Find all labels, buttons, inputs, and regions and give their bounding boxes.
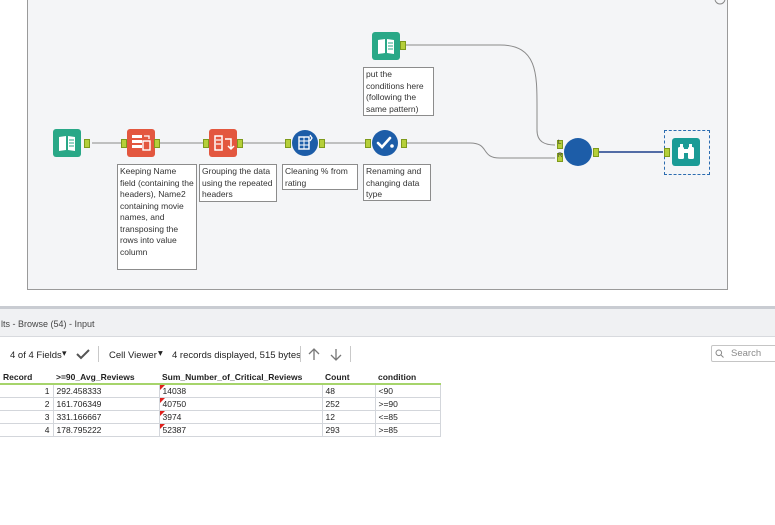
search-placeholder: Search <box>731 348 762 359</box>
text-input-tool[interactable] <box>372 32 400 60</box>
cell-text: 40750 <box>162 399 187 409</box>
results-title: lts - Browse (54) - Input <box>1 319 95 329</box>
cell-count[interactable]: 293 <box>321 423 376 437</box>
results-pane: lts - Browse (54) - Input 4 of 4 Fields … <box>0 306 775 525</box>
cell-avg-reviews[interactable]: 331.166667 <box>52 410 160 424</box>
column-header-record[interactable]: Record <box>0 371 53 385</box>
select-tool[interactable] <box>371 129 399 157</box>
anchor-label-right: R <box>558 153 563 159</box>
connection-lines <box>92 0 726 159</box>
record-number: 3 <box>0 410 54 424</box>
annotation-text-input: put the conditions here (following the s… <box>363 67 434 116</box>
column-header-critical-reviews[interactable]: Sum_Number_of_Critical_Reviews <box>159 371 322 385</box>
annotation-crosstab: Keeping Name field (containing the heade… <box>117 164 197 270</box>
input-anchor[interactable] <box>664 148 670 157</box>
record-number: 2 <box>0 397 54 411</box>
output-anchor[interactable] <box>593 148 599 157</box>
browse-tool[interactable] <box>672 138 700 166</box>
browse-binoculars-icon <box>678 144 694 159</box>
cell-text: 52387 <box>162 425 187 435</box>
results-titlebar: lts - Browse (54) - Input <box>0 309 775 337</box>
cell-count[interactable]: 48 <box>321 383 376 398</box>
toolbar-separator <box>350 346 351 362</box>
string-type-flag-icon <box>159 385 165 390</box>
input-anchor[interactable] <box>365 139 371 148</box>
input-data-tool[interactable] <box>53 129 81 157</box>
output-anchor[interactable] <box>84 139 90 148</box>
arrow-up-icon[interactable] <box>308 348 320 361</box>
column-header-count[interactable]: Count <box>322 371 375 385</box>
table-row[interactable]: 4 178.795222 52387 293 >=85 <box>0 423 441 437</box>
anchor-label-left: L <box>558 140 562 146</box>
cell-condition[interactable]: <=85 <box>374 410 441 424</box>
cell-condition[interactable]: <90 <box>374 383 441 398</box>
cell-count[interactable]: 12 <box>321 410 376 424</box>
check-icon[interactable] <box>76 348 90 360</box>
canvas-corner-control-icon[interactable] <box>714 0 726 5</box>
join-icon[interactable] <box>564 138 592 166</box>
crosstab-icon <box>132 135 151 151</box>
cell-viewer-dropdown[interactable]: Cell Viewer <box>109 350 157 361</box>
fields-dropdown-caret-icon[interactable]: ▾ <box>62 348 67 358</box>
formula-tool[interactable] <box>291 129 319 157</box>
table-header-row: Record >=90_Avg_Reviews Sum_Number_of_Cr… <box>0 371 440 385</box>
string-type-flag-icon <box>159 411 165 416</box>
records-info: 4 records displayed, 515 bytes <box>172 350 301 361</box>
table-row[interactable]: 3 331.166667 3974 12 <=85 <box>0 410 441 424</box>
record-number: 4 <box>0 423 54 437</box>
output-anchor[interactable] <box>154 139 160 148</box>
cell-avg-reviews[interactable]: 292.458333 <box>52 383 160 398</box>
column-header-avg-reviews[interactable]: >=90_Avg_Reviews <box>53 371 159 385</box>
annotation-multirow: Grouping the data using the repeated hea… <box>199 164 277 202</box>
fields-selector[interactable]: 4 of 4 Fields <box>10 350 62 361</box>
cell-count[interactable]: 252 <box>321 397 376 411</box>
cell-condition[interactable]: >=85 <box>374 423 441 437</box>
input-anchor[interactable] <box>285 139 291 148</box>
output-anchor[interactable] <box>237 139 243 148</box>
input-anchor[interactable] <box>203 139 209 148</box>
cell-avg-reviews[interactable]: 178.795222 <box>52 423 160 437</box>
annotation-select: Renaming and changing data type <box>363 164 431 201</box>
string-type-flag-icon <box>159 398 165 403</box>
multirow-tool[interactable] <box>209 129 237 157</box>
record-number: 1 <box>0 383 54 398</box>
cell-avg-reviews[interactable]: 161.706349 <box>52 397 160 411</box>
cell-condition[interactable]: >=90 <box>374 397 441 411</box>
cell-text: 14038 <box>162 386 187 396</box>
search-input[interactable]: Search <box>711 345 775 362</box>
toolbar-separator <box>300 346 301 362</box>
multirow-icon <box>214 135 235 151</box>
crosstab-tool[interactable] <box>127 129 155 157</box>
table-row[interactable]: 1 292.458333 14038 48 <90 <box>0 383 441 398</box>
cell-critical-reviews[interactable]: 52387 <box>158 423 323 437</box>
connector-line <box>407 142 555 159</box>
input-anchor[interactable] <box>121 139 127 148</box>
cell-viewer-caret-icon[interactable]: ▾ <box>158 348 163 359</box>
book-input-icon <box>378 39 394 54</box>
toolbar-separator <box>98 346 99 362</box>
output-anchor[interactable] <box>401 139 407 148</box>
join-input-anchor-left[interactable] <box>557 140 563 149</box>
cell-critical-reviews[interactable]: 14038 <box>158 383 323 398</box>
annotation-formula: Cleaning % from rating <box>282 164 358 190</box>
string-type-flag-icon <box>159 424 165 429</box>
cell-critical-reviews[interactable]: 40750 <box>158 397 323 411</box>
connector-line <box>405 44 556 146</box>
results-table: Record >=90_Avg_Reviews Sum_Number_of_Cr… <box>0 371 441 437</box>
book-input-icon <box>59 136 75 151</box>
output-anchor[interactable] <box>319 139 325 148</box>
cell-text: 3974 <box>162 412 182 422</box>
select-icon <box>372 130 398 156</box>
cell-critical-reviews[interactable]: 3974 <box>158 410 323 424</box>
output-anchor[interactable] <box>400 41 406 50</box>
join-input-anchor-right[interactable] <box>557 153 563 162</box>
workflow-canvas-area: L R put the conditions here (following t… <box>27 0 728 290</box>
search-icon <box>715 349 724 358</box>
arrow-down-icon[interactable] <box>330 348 342 361</box>
column-header-condition[interactable]: condition <box>375 371 440 385</box>
table-row[interactable]: 2 161.706349 40750 252 >=90 <box>0 397 441 411</box>
results-toolbar: 4 of 4 Fields ▾ Cell Viewer ▾ 4 records … <box>0 337 775 371</box>
formula-icon <box>292 130 318 156</box>
